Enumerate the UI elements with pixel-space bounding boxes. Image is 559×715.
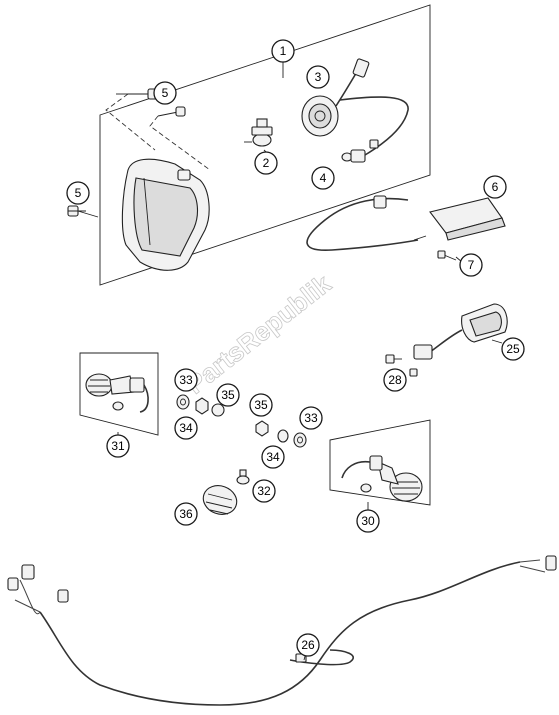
bulb-socket xyxy=(301,58,370,137)
screw-6b xyxy=(413,235,427,241)
callout-32: 32 xyxy=(252,479,276,503)
callout-33-right: 33 xyxy=(299,406,323,430)
washer-34b xyxy=(277,429,289,443)
screw-28a xyxy=(385,354,402,364)
callout-28-label: 28 xyxy=(388,373,402,387)
callout-34-left: 34 xyxy=(174,416,198,440)
callout-35-right: 35 xyxy=(249,393,273,417)
bolt-guide-dashed-2 xyxy=(149,115,211,171)
nut-35a xyxy=(195,397,209,415)
headlight-assembly-group xyxy=(67,4,431,286)
callout-33-right-label: 33 xyxy=(304,411,318,425)
callout-2: 2 xyxy=(254,151,278,175)
callout-35-left: 35 xyxy=(216,383,240,407)
bolt-guide-dashed-1 xyxy=(105,93,156,151)
callout-2-label: 2 xyxy=(263,156,270,170)
parking-bulb xyxy=(339,96,409,163)
callout-33-left: 33 xyxy=(174,368,198,392)
watermark-text: PartsRepublik xyxy=(180,268,337,400)
license-plate-light xyxy=(306,195,506,261)
callout-26-label: 26 xyxy=(301,638,315,652)
washer-33a xyxy=(176,394,190,410)
callout-7-label: 7 xyxy=(468,258,475,272)
bolt-side xyxy=(67,205,99,218)
callout-31: 31 xyxy=(106,434,130,458)
nut-34a xyxy=(211,403,225,417)
screw-7 xyxy=(437,250,457,261)
callout-25: 25 xyxy=(501,337,525,361)
headlight-lens-edge xyxy=(143,177,151,246)
headlight-tab xyxy=(177,169,191,181)
screw-28b xyxy=(409,368,418,377)
callout-4: 4 xyxy=(311,166,335,190)
watermark: PartsRepublik xyxy=(180,268,337,400)
headlight-frame xyxy=(99,4,431,286)
bulb-32 xyxy=(236,469,250,485)
callout-28: 28 xyxy=(383,368,407,392)
washer-33b xyxy=(293,432,307,448)
callout-4-label: 4 xyxy=(320,171,327,185)
nut-35b xyxy=(255,420,269,437)
indicator-left-group xyxy=(79,352,159,436)
callout-3: 3 xyxy=(306,65,330,89)
callout-5-side: 5 xyxy=(66,181,90,205)
callout-1-label: 1 xyxy=(280,44,287,58)
callout-35-left-label: 35 xyxy=(221,388,235,402)
callout-34-right-label: 34 xyxy=(266,450,280,464)
bolt-upper-2 xyxy=(157,106,186,117)
callout-26: 26 xyxy=(296,633,320,657)
callout-32-label: 32 xyxy=(257,484,271,498)
callout-35-right-label: 35 xyxy=(254,398,268,412)
indicator-lens-36 xyxy=(202,485,238,515)
callout-1: 1 xyxy=(271,39,295,63)
callout-34-left-label: 34 xyxy=(179,421,193,435)
tail-light xyxy=(385,303,508,377)
headlight-bulb xyxy=(244,118,273,147)
callout-30: 30 xyxy=(356,509,380,533)
callout-34-right: 34 xyxy=(261,445,285,469)
indicator-right-frame xyxy=(329,419,431,506)
callout-3-label: 3 xyxy=(315,70,322,84)
callout-30-label: 30 xyxy=(361,514,375,528)
callout-7: 7 xyxy=(459,253,483,277)
callout-5-upper-label: 5 xyxy=(162,86,169,100)
leader-lines xyxy=(68,62,503,661)
indicator-left-frame xyxy=(79,352,159,436)
callout-36: 36 xyxy=(174,502,198,526)
headlight-lens xyxy=(133,177,199,257)
indicator-right-group xyxy=(329,419,431,506)
callout-5-upper: 5 xyxy=(153,81,177,105)
wiring-harness xyxy=(7,555,557,706)
callout-31-label: 31 xyxy=(111,439,125,453)
callout-6-label: 6 xyxy=(492,180,499,194)
callout-5-side-label: 5 xyxy=(75,186,82,200)
callout-6: 6 xyxy=(483,175,507,199)
callout-36-label: 36 xyxy=(179,507,193,521)
callout-33-left-label: 33 xyxy=(179,373,193,387)
callout-25-label: 25 xyxy=(506,342,520,356)
